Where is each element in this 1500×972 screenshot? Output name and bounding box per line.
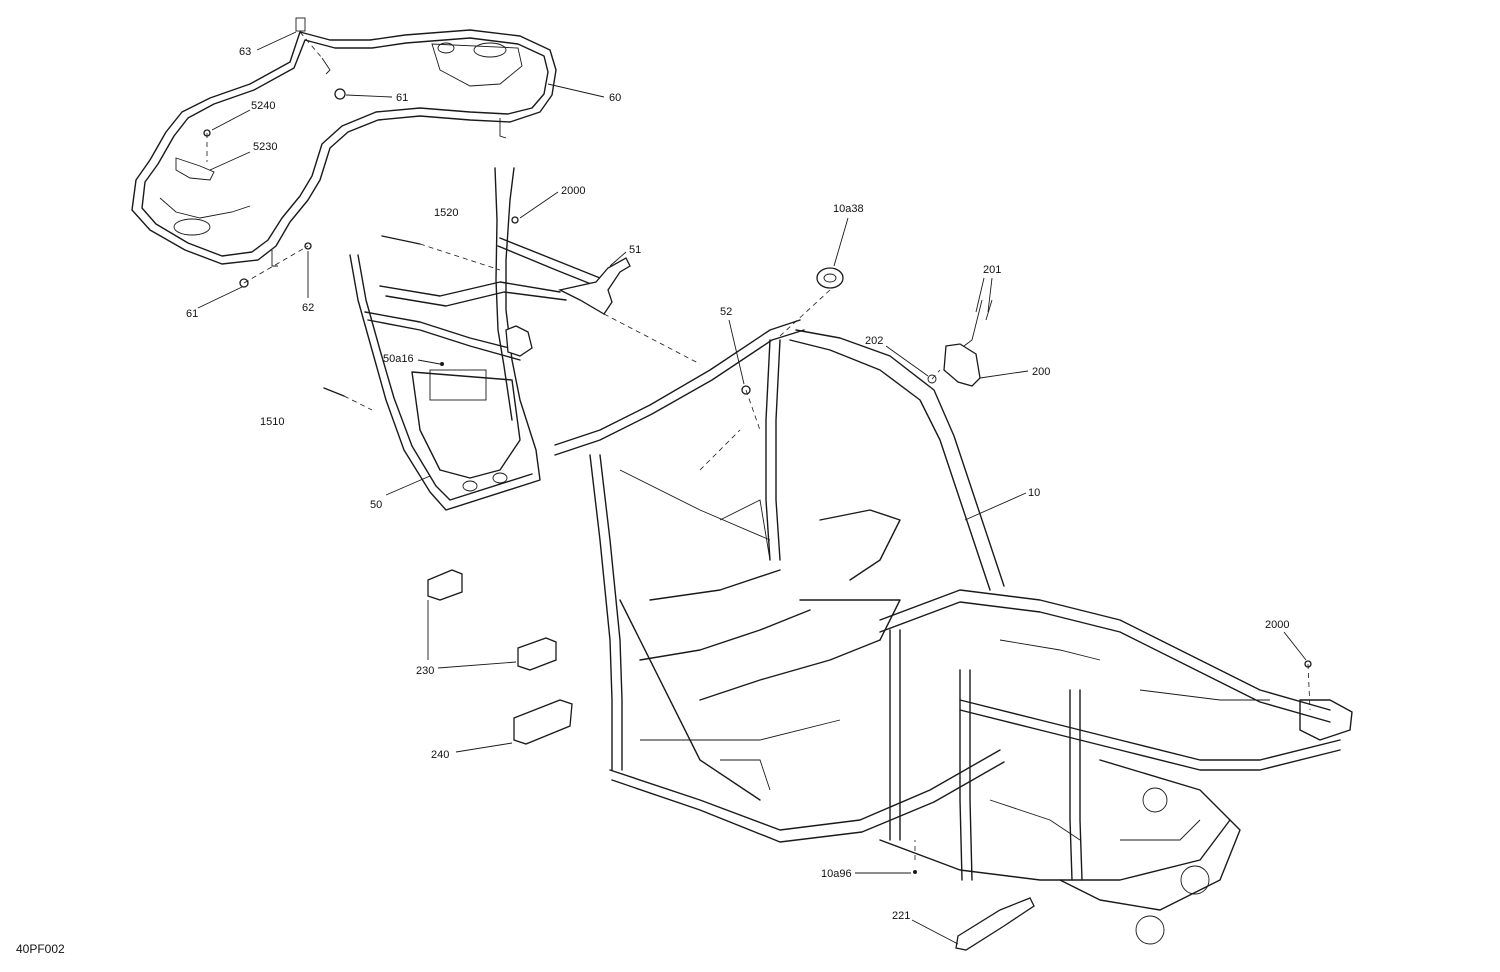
callout-61-upper: 61 — [396, 92, 408, 104]
main-frame — [554, 319, 1353, 945]
part-10a38 — [816, 267, 844, 289]
callout-10a96: 10a96 — [821, 868, 852, 880]
callout-240: 240 — [431, 749, 449, 761]
callout-50: 50 — [370, 499, 382, 511]
callout-202: 202 — [865, 335, 883, 347]
callout-1520: 1520 — [434, 207, 458, 219]
callout-63: 63 — [239, 46, 251, 58]
callout-51: 51 — [629, 244, 641, 256]
callout-10a38: 10a38 — [833, 203, 864, 215]
plate-240 — [513, 699, 573, 745]
callout-2000-lower: 2000 — [1265, 619, 1289, 631]
callout-200: 200 — [1032, 366, 1050, 378]
plate-230-upper — [427, 569, 463, 601]
callout-201: 201 — [983, 264, 1001, 276]
callout-230: 230 — [416, 665, 434, 677]
figure-reference: 40PF002 — [16, 942, 65, 956]
rear-rack — [131, 17, 557, 267]
rear-subframe — [349, 167, 631, 511]
callout-10: 10 — [1028, 487, 1040, 499]
callout-2000-upper: 2000 — [561, 185, 585, 197]
callout-60: 60 — [609, 92, 621, 104]
callout-61-lower: 61 — [186, 308, 198, 320]
callout-52: 52 — [720, 306, 732, 318]
leader-lines — [197, 31, 1307, 945]
callout-221: 221 — [892, 910, 910, 922]
bracket-200 — [927, 299, 993, 387]
callout-1510: 1510 — [260, 416, 284, 428]
callout-62: 62 — [302, 302, 314, 314]
plate-230-lower — [517, 637, 557, 671]
callout-5230: 5230 — [253, 141, 277, 153]
callout-50a16: 50a16 — [383, 353, 414, 365]
plate-221 — [955, 897, 1035, 951]
assembly-lines — [206, 31, 1311, 860]
callout-5240: 5240 — [251, 100, 275, 112]
callout-labels: 63 61 60 5240 5230 61 62 1520 2000 51 50… — [186, 46, 1289, 922]
